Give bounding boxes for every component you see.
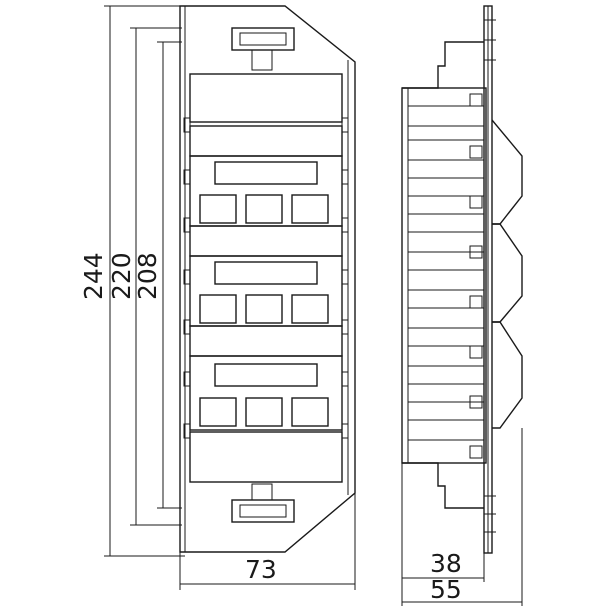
faceplate-ticks: [484, 19, 496, 533]
port: [199, 194, 237, 224]
port: [199, 294, 237, 324]
vertical-dimensions: 244 220 208: [79, 5, 185, 557]
side-module-3-profile: [492, 321, 523, 429]
side-body: [401, 87, 487, 464]
port: [245, 194, 283, 224]
depth-dimensions: 38 55: [401, 428, 523, 606]
front-view: [179, 5, 356, 553]
module-2-ports: [199, 294, 329, 324]
port: [291, 294, 329, 324]
module-3-cover: [189, 325, 343, 357]
module-3-label-window: [214, 363, 318, 387]
side-bottom-step: [402, 462, 484, 509]
bottom-clip: [231, 499, 295, 523]
module-2: [189, 255, 343, 327]
port: [291, 397, 329, 427]
top-clip-inner: [239, 32, 287, 46]
front-outer-frame: [179, 5, 356, 553]
port: [245, 294, 283, 324]
side-ribs: [408, 105, 484, 441]
bottom-clip-tab: [251, 483, 273, 501]
port: [291, 194, 329, 224]
module-2-label-window: [214, 261, 318, 285]
side-module-1-profile: [491, 119, 523, 225]
bottom-clip-inner: [239, 504, 287, 518]
top-clip: [231, 27, 295, 51]
side-module-2-profile: [492, 223, 523, 323]
module-3: [189, 355, 343, 431]
side-top-step: [402, 41, 484, 89]
module-2-cover: [189, 225, 343, 257]
module-1-cover: [189, 125, 343, 157]
side-notches: [183, 117, 349, 439]
port: [245, 397, 283, 427]
side-view: [401, 5, 523, 554]
top-clip-tab: [251, 49, 273, 71]
dim-label-38: 38: [430, 549, 462, 578]
dim-label-208: 208: [133, 252, 162, 300]
top-blank-plate: [189, 73, 343, 123]
width-dimension: 73: [179, 493, 356, 590]
dim-label-244: 244: [79, 252, 108, 300]
module-3-ports: [199, 397, 329, 427]
bottom-blank-plate: [189, 431, 343, 483]
module-1: [189, 155, 343, 227]
dim-label-73: 73: [245, 555, 277, 584]
module-1-label-window: [214, 161, 318, 185]
module-1-ports: [199, 194, 329, 224]
dim-label-220: 220: [107, 252, 136, 300]
side-tabs: [469, 93, 483, 459]
dim-label-55: 55: [430, 575, 462, 604]
port: [199, 397, 237, 427]
